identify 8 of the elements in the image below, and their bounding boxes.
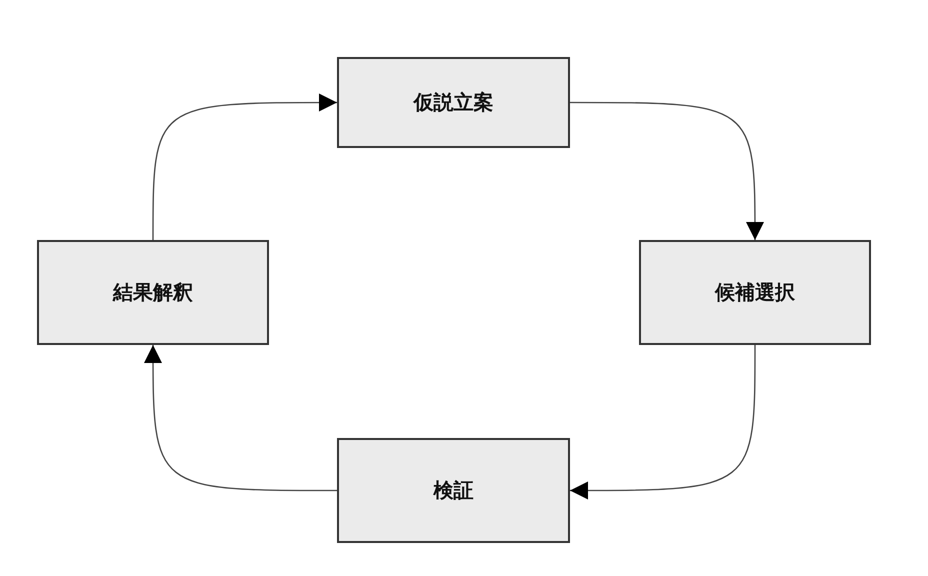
arrow [570, 102, 764, 240]
arrow [570, 345, 756, 500]
arrow [152, 94, 337, 240]
arrow [144, 345, 337, 492]
process-box: 検証 [337, 438, 570, 543]
process-box: 仮説立案 [337, 57, 570, 148]
process-box: 候補選択 [639, 240, 871, 345]
process-box: 結果解釈 [37, 240, 269, 345]
